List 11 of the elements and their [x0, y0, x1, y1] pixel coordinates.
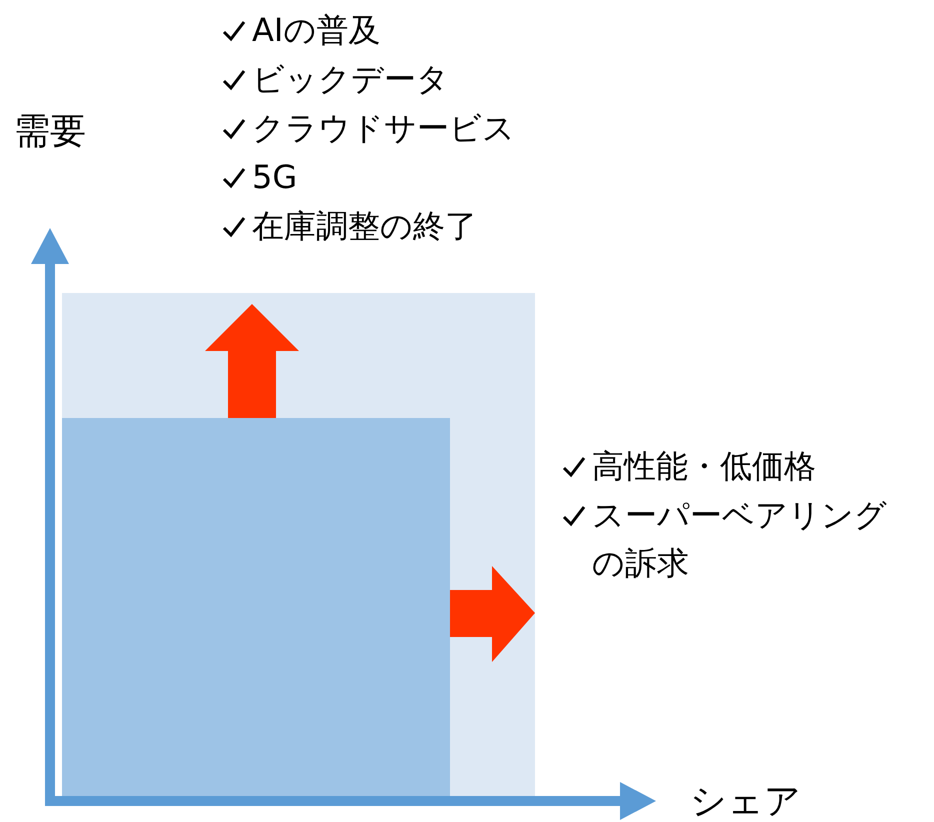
- label-text: スーパーベアリングの訴求: [592, 495, 888, 584]
- label-text: ビックデータ: [252, 59, 450, 100]
- label-text: 在庫調整の終了: [252, 206, 478, 247]
- label-text: シェア: [690, 780, 802, 822]
- outer-area-box: [62, 293, 535, 797]
- inner-area-box: [62, 418, 450, 797]
- label-text: 需要: [14, 110, 87, 154]
- label-text: AIの普及: [252, 10, 382, 51]
- label-text: クラウドサービス: [252, 108, 516, 149]
- label-text: 5G: [252, 157, 298, 198]
- label-text: 高性能・低価格: [592, 446, 817, 487]
